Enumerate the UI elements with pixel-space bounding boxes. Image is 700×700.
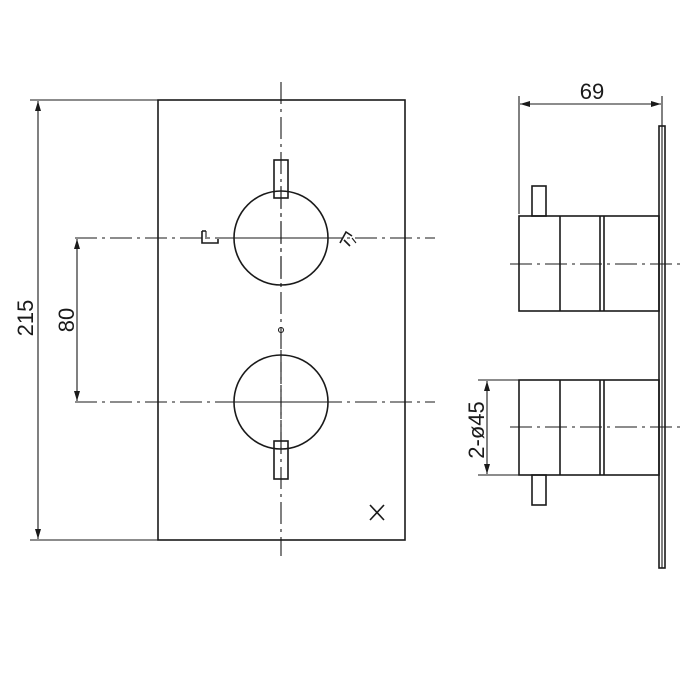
shower-head-icon xyxy=(339,230,357,247)
handle-spacing-dimension: 80 xyxy=(54,239,80,401)
overall-height-label: 215 xyxy=(13,300,38,337)
depth-dimension: 69 xyxy=(518,79,663,214)
cross-logo-icon xyxy=(369,504,385,521)
handle-diameter-dimension: 2-ø45 xyxy=(464,379,519,476)
handle-spacing-label: 80 xyxy=(54,308,79,332)
depth-label: 69 xyxy=(580,79,604,104)
lower-side-lever xyxy=(531,474,547,506)
handle-diameter-label: 2-ø45 xyxy=(464,401,489,458)
bathtub-spout-icon xyxy=(201,230,219,244)
upper-side-lever xyxy=(531,185,547,217)
overall-height-dimension: 215 xyxy=(13,99,158,541)
front-view xyxy=(75,82,435,556)
indicator-dot xyxy=(277,326,285,334)
side-view xyxy=(510,125,680,569)
